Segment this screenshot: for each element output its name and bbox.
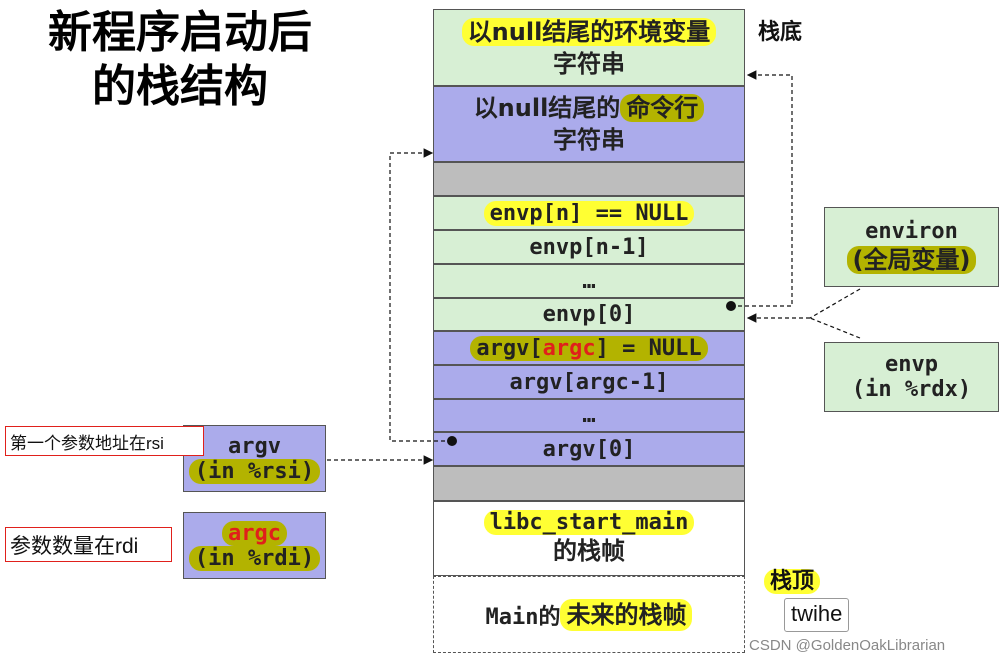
cmd-strings-line2: 字符串 <box>553 126 625 154</box>
main-frame-a: Main的 <box>485 604 561 630</box>
dot-argv0 <box>447 436 457 446</box>
argc-reg-box: argc (in %rdi) <box>183 512 326 579</box>
main-frame-b: 未来的栈帧 <box>560 598 693 631</box>
title-line1: 新程序启动后 <box>48 7 312 58</box>
envp-reg-line1: envp <box>885 352 938 377</box>
argc-reg-line1: argc <box>222 520 287 546</box>
envp-reg-line2: (in %rdx) <box>851 377 972 402</box>
arrow-envp0-to-env-strings <box>731 70 793 307</box>
envp-n-text: envp[n] == NULL <box>483 200 695 226</box>
envp-n-cell: envp[n] == NULL <box>433 196 745 230</box>
stack-top-text: 栈顶 <box>764 569 821 594</box>
argv-argc-a: argv[ <box>476 335 543 361</box>
environ-line1: environ <box>865 218 958 244</box>
argv-argc-c: ] = NULL <box>595 335 702 361</box>
envp-dots-text: … <box>582 268 596 294</box>
argv-argc1-text: argv[argc-1] <box>509 369 669 395</box>
stack-bottom-label: 栈底 <box>758 20 803 45</box>
title-line2: 的栈结构 <box>92 61 268 112</box>
environ-line2: (全局变量) <box>846 245 977 274</box>
gap-cell-bottom <box>433 466 745 501</box>
gap-cell-top <box>433 162 745 196</box>
argv-argc1-cell: argv[argc-1] <box>433 365 745 399</box>
arrow-environ <box>809 288 861 319</box>
env-strings-line2: 字符串 <box>553 49 625 78</box>
argv-argc-b: argc <box>542 335 596 361</box>
envp-0-text: envp[0] <box>542 302 636 327</box>
envp-n1-cell: envp[n-1] <box>433 230 745 264</box>
main-frame-cell: Main的未来的栈帧 <box>433 576 745 653</box>
arrow-envp-reg <box>809 317 861 339</box>
argv-reg-box: argv (in %rsi) <box>183 425 326 492</box>
page-title: 新程序启动后 的栈结构 <box>0 6 360 114</box>
cmd-strings-cell: 以null结尾的命令行 字符串 <box>433 86 745 162</box>
argv-0-cell: argv[0] <box>433 432 745 466</box>
argc-reg-line2: (in %rdi) <box>188 545 321 571</box>
watermark: CSDN @GoldenOakLibrarian <box>749 637 946 654</box>
cmd-strings-line1b: 命令行 <box>620 94 705 122</box>
argv-reg-line2: (in %rsi) <box>188 458 321 484</box>
argv-dots-text: … <box>582 403 596 428</box>
dot-envp0 <box>726 301 736 311</box>
argv-reg-line1: argv <box>228 433 281 459</box>
libc-frame-line1: libc_start_main <box>483 510 695 535</box>
envp-0-cell: envp[0] <box>433 298 745 331</box>
argv-argc-cell: argv[argc] = NULL <box>433 331 745 365</box>
argv-0-text: argv[0] <box>542 436 636 462</box>
envp-reg-box: envp (in %rdx) <box>824 342 999 412</box>
libc-frame-line2: 的栈帧 <box>553 537 625 565</box>
envp-dots-cell: … <box>433 264 745 298</box>
arrow-argv0-to-cmd-strings <box>389 148 452 442</box>
note-rsi: 第一个参数地址在rsi <box>5 426 204 456</box>
stack-top-label: 栈顶 <box>764 563 821 595</box>
cmd-strings-line1a: 以null结尾的 <box>473 94 621 122</box>
environ-box: environ (全局变量) <box>824 207 999 287</box>
envp-n1-text: envp[n-1] <box>529 234 649 260</box>
env-strings-line1: 以null结尾的环境变量 <box>461 17 717 46</box>
twihe-tag: twihe <box>784 598 850 632</box>
note-rdi: 参数数量在rdi <box>5 527 172 562</box>
env-strings-cell: 以null结尾的环境变量 字符串 <box>433 9 745 86</box>
argv-dots-cell: … <box>433 399 745 432</box>
libc-frame-cell: libc_start_main 的栈帧 <box>433 501 745 576</box>
